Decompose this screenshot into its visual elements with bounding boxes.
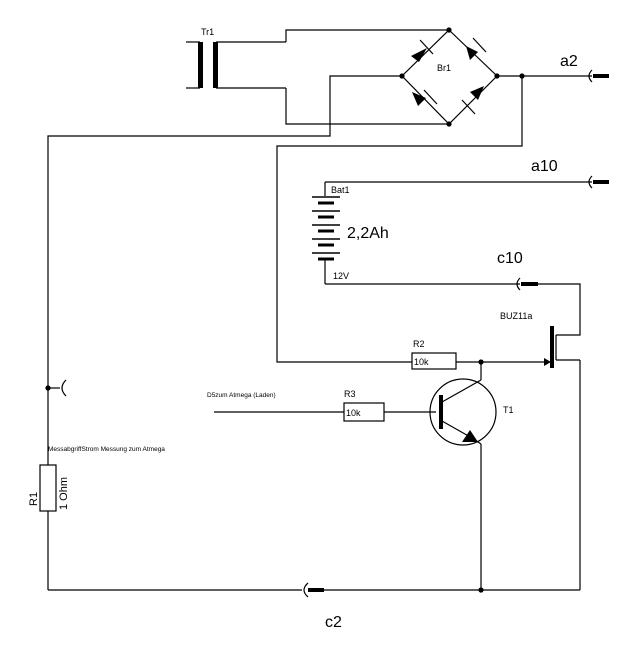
resistor-r2: R2 10k (411, 339, 457, 370)
connector-c2-label: c2 (325, 614, 342, 631)
r2-value: 10k (414, 357, 429, 367)
transformer-label: Tr1 (201, 27, 214, 37)
transformer-tr1: Tr1 (186, 27, 286, 89)
connector-a2: a2 (560, 53, 609, 83)
diode-1 (411, 39, 434, 62)
battery-bat1: Bat1 2,2Ah 12V (312, 182, 389, 284)
resistor-r1: R1 1 Ohm (28, 464, 70, 512)
connector-c10: c10 (497, 250, 538, 291)
mosfet-label: BUZ11a (500, 311, 532, 321)
r2-label: R2 (413, 339, 425, 349)
connector-a10: a10 (531, 158, 609, 189)
r1-value: 1 Ohm (58, 477, 70, 510)
connector-a10-label: a10 (531, 158, 558, 175)
bridge-rectifier-br1: Br1 (399, 27, 500, 127)
diode-4 (461, 86, 484, 115)
battery-label: Bat1 (331, 185, 350, 195)
battery-capacity: 2,2Ah (347, 225, 389, 242)
bridge-label: Br1 (437, 63, 451, 73)
diode-3 (412, 89, 438, 106)
measure-note: MessabgriffStrom Messung zum Atmega (48, 446, 165, 453)
transistor-t1: T1 (429, 362, 514, 446)
measure-tap (45, 379, 67, 397)
diode-2 (466, 37, 487, 60)
transistor-label: T1 (503, 405, 514, 415)
r3-label: R3 (344, 389, 356, 399)
resistor-r3: R3 10k (343, 389, 385, 422)
mosfet-buz11a: BUZ11a (500, 311, 580, 368)
connector-c2: c2 (303, 582, 342, 631)
connector-a2-label: a2 (560, 53, 578, 70)
r1-label: R1 (28, 492, 40, 506)
r3-value: 10k (346, 408, 361, 418)
connector-c10-label: c10 (497, 250, 523, 267)
d5-note: D5zum Atmega (Laden) (207, 392, 276, 399)
battery-voltage: 12V (333, 271, 349, 281)
